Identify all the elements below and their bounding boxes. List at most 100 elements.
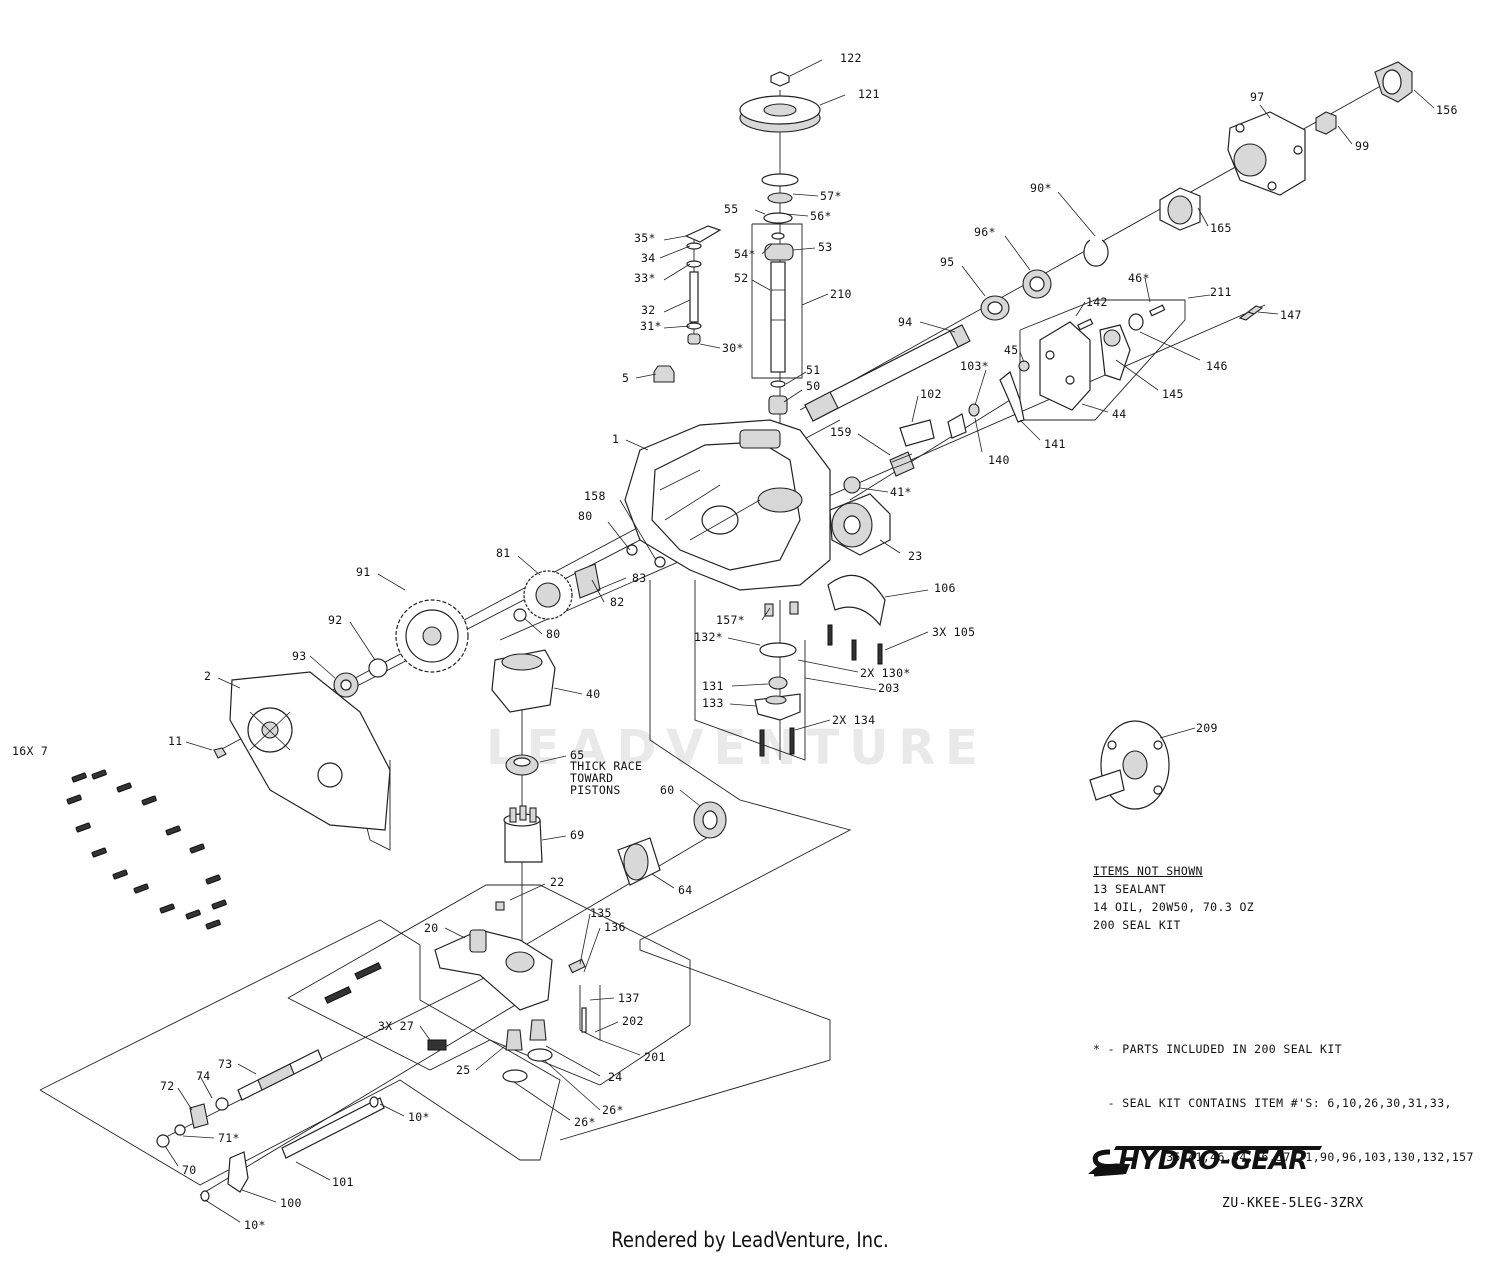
bolt-27b xyxy=(354,962,382,980)
shield-106 xyxy=(827,574,886,627)
note-line: 200 SEAL KIT xyxy=(1093,918,1181,932)
gear-82 xyxy=(574,563,601,599)
callout-145: 145 xyxy=(1162,387,1184,401)
callout-83: 83 xyxy=(632,571,646,585)
pump-motor-stack xyxy=(491,649,727,886)
callout-81: 81 xyxy=(496,546,510,560)
callout-99: 99 xyxy=(1355,139,1369,153)
brand-logo xyxy=(1088,1146,1322,1177)
callout-52: 52 xyxy=(734,271,748,285)
bolt-142 xyxy=(1077,318,1094,331)
callout-82: 82 xyxy=(610,595,624,609)
callout-106: 106 xyxy=(934,581,956,595)
ring-10a xyxy=(369,1096,379,1108)
callout-158: 158 xyxy=(584,489,606,503)
callout-7: 16X 7 xyxy=(12,744,48,758)
callout-156: 156 xyxy=(1436,103,1458,117)
callout-32: 32 xyxy=(641,303,655,317)
notes-header: ITEMS NOT SHOWN xyxy=(1093,864,1203,878)
bearing-53 xyxy=(764,243,794,261)
callout-74: 74 xyxy=(196,1069,210,1083)
seal-kit-line: - SEAL KIT CONTAINS ITEM #'S: 6,10,26,30… xyxy=(1093,1096,1452,1110)
callout-5: 5 xyxy=(622,371,629,385)
items-not-shown: ITEMS NOT SHOWN 13 SEALANT 14 OIL, 20W50… xyxy=(1093,862,1254,934)
callout-103: 103* xyxy=(960,359,989,373)
fitting-22 xyxy=(495,901,505,911)
shaft-101 xyxy=(281,1097,385,1159)
callout-91: 91 xyxy=(356,565,370,579)
seal-kit-note: * - PARTS INCLUDED IN 200 SEAL KIT - SEA… xyxy=(1093,1004,1474,1184)
callout-10b: 10* xyxy=(244,1218,266,1232)
callout-210: 210 xyxy=(830,287,852,301)
lower-shafts xyxy=(156,1049,385,1202)
callout-140: 140 xyxy=(988,453,1010,467)
oring-54 xyxy=(771,232,785,240)
callout-95: 95 xyxy=(940,255,954,269)
callout-33: 33* xyxy=(634,271,656,285)
callout-60: 60 xyxy=(660,783,674,797)
callout-57: 57* xyxy=(820,189,842,203)
pulley-stack xyxy=(739,71,821,415)
seal-kit-line: 35,41,46,54,56,57,71,90,96,103,130,132,1… xyxy=(1093,1150,1474,1164)
seal-kit-line: * - PARTS INCLUDED IN 200 SEAL KIT xyxy=(1093,1042,1343,1056)
brake-assembly xyxy=(827,304,1264,627)
bolt-11 xyxy=(213,747,227,759)
callout-2: 2 xyxy=(204,669,211,683)
seal-41 xyxy=(843,476,861,494)
callout-70: 70 xyxy=(182,1163,196,1177)
washer-34 xyxy=(686,242,702,250)
bolt-105b xyxy=(851,639,857,661)
callout-96: 96* xyxy=(974,225,996,239)
callout-24: 24 xyxy=(608,1070,622,1084)
note-line: 13 SEALANT xyxy=(1093,882,1167,896)
plate-103 xyxy=(947,413,967,439)
callout-211: 211 xyxy=(1210,285,1232,299)
leader-lines xyxy=(164,59,1435,1223)
callout-137: 137 xyxy=(618,991,640,1005)
callout-1: 1 xyxy=(612,432,619,446)
callout-133: 133 xyxy=(702,696,724,710)
callout-27: 3X 27 xyxy=(378,1019,414,1033)
watermark: LEADVENTURE xyxy=(486,720,988,776)
retaining-ring-57 xyxy=(761,173,799,187)
seal-26a xyxy=(502,1069,528,1083)
end-cap-20 xyxy=(324,901,587,1083)
callout-65-note-1: THICK RACE xyxy=(570,759,642,773)
part-labels: 122 121 57* 55 56* 54* 53 52 210 51 50 3… xyxy=(12,51,1458,1232)
control-arm-stack xyxy=(653,225,722,383)
callout-34: 34 xyxy=(641,251,655,265)
note-line: 14 OIL, 20W50, 70.3 OZ xyxy=(1093,900,1255,914)
oring-132 xyxy=(759,642,797,658)
spring-147 xyxy=(1238,305,1264,321)
callout-102: 102 xyxy=(920,387,942,401)
bolt-134a xyxy=(759,729,765,757)
callout-159: 159 xyxy=(830,425,852,439)
arm-35 xyxy=(684,225,722,243)
seal-26b xyxy=(527,1048,553,1062)
callout-50: 50 xyxy=(806,379,820,393)
washer-80b xyxy=(513,608,527,622)
callout-134: 2X 134 xyxy=(832,713,875,727)
callout-209: 209 xyxy=(1196,721,1218,735)
gear-train xyxy=(213,544,666,831)
callout-73: 73 xyxy=(218,1057,232,1071)
callout-97: 97 xyxy=(1250,90,1264,104)
washer-80a xyxy=(626,544,638,556)
bracket-44 xyxy=(1039,321,1091,411)
model-code: ZU-KKEE-5LEG-3ZRX xyxy=(1222,1196,1364,1211)
callout-35: 35* xyxy=(634,231,656,245)
callout-141: 141 xyxy=(1044,437,1066,451)
ring-71 xyxy=(174,1124,186,1136)
callout-80b: 80 xyxy=(546,627,560,641)
callout-44: 44 xyxy=(1112,407,1126,421)
charge-pump-group xyxy=(754,601,883,757)
callout-69: 69 xyxy=(570,828,584,842)
plug-157b xyxy=(789,601,799,615)
callout-25: 25 xyxy=(456,1063,470,1077)
group-outlines xyxy=(39,223,1186,1186)
callout-203: 203 xyxy=(878,681,900,695)
assembly-axes xyxy=(159,77,1396,1196)
link-102 xyxy=(899,419,935,447)
callout-56: 56* xyxy=(810,209,832,223)
